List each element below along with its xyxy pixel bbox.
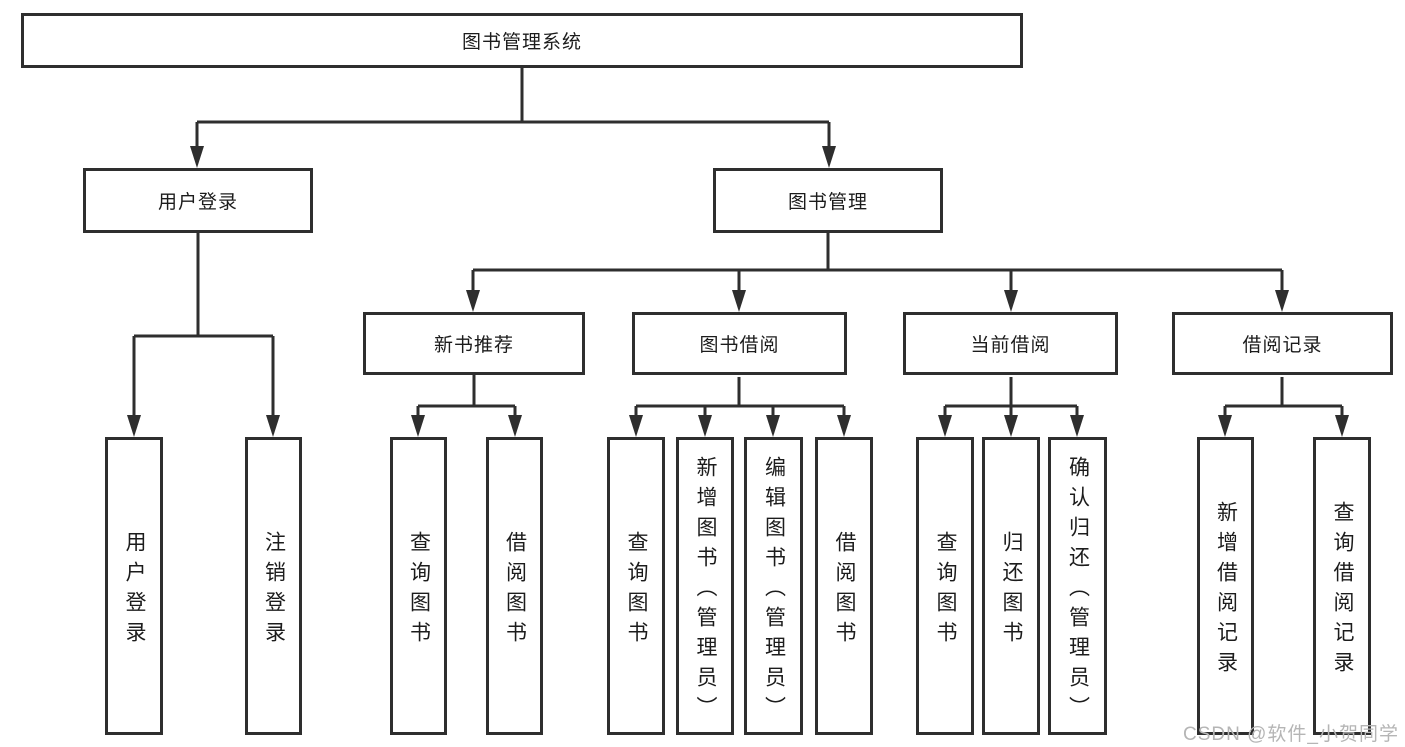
- node-label: 用户登录: [157, 192, 238, 213]
- leaf-label: 查询借阅记录: [1331, 500, 1354, 681]
- leaf-query-borrow-record: 查询借阅记录: [1313, 437, 1371, 735]
- node-label: 图书借阅: [699, 335, 780, 356]
- leaf-borrow-book-under-book-borrow: 借阅图书: [815, 437, 873, 735]
- node-label: 当前借阅: [970, 335, 1051, 356]
- connector-current-borrow-branch: [938, 377, 1084, 437]
- leaf-label: 编辑图书（管理员）: [762, 455, 786, 726]
- leaf-label: 新增图书（管理员）: [694, 455, 717, 726]
- leaf-label: 用户登录: [123, 530, 146, 651]
- leaf-label: 查询图书: [625, 530, 648, 651]
- leaf-return-book: 归还图书: [982, 437, 1040, 735]
- node-label: 借阅记录: [1242, 335, 1323, 356]
- leaf-label: 新增借阅记录: [1214, 500, 1238, 681]
- leaf-add-borrow-record: 新增借阅记录: [1197, 437, 1254, 735]
- leaf-label: 确认归还（管理员）: [1066, 455, 1090, 726]
- connector-borrow-record-branch: [1218, 377, 1349, 437]
- connector-new-book-branch: [411, 375, 522, 437]
- node-label: 图书管理: [787, 192, 868, 213]
- leaf-query-book-under-new-book: 查询图书: [390, 437, 447, 735]
- leaf-label: 借阅图书: [503, 530, 527, 651]
- connector-book-management-branch: [466, 233, 1289, 312]
- node-user-login: 用户登录: [83, 168, 313, 233]
- leaf-query-book-under-book-borrow: 查询图书: [607, 437, 665, 735]
- node-borrow-record: 借阅记录: [1172, 312, 1393, 375]
- node-label: 新书推荐: [433, 335, 514, 356]
- node-new-book-recommend: 新书推荐: [363, 312, 585, 375]
- leaf-label: 查询图书: [934, 530, 957, 651]
- node-book-borrow: 图书借阅: [632, 312, 847, 375]
- node-label: 图书管理系统: [461, 32, 582, 53]
- csdn-watermark: CSDN @软件_小贺同学: [1183, 724, 1399, 745]
- leaf-borrow-book-under-new-book: 借阅图书: [486, 437, 543, 735]
- leaf-label: 查询图书: [407, 530, 431, 651]
- leaf-label: 注销登录: [262, 530, 286, 651]
- connector-book-borrow-branch: [629, 377, 851, 437]
- connector-user-login-branch: [127, 233, 280, 437]
- node-library-management-system: 图书管理系统: [21, 13, 1023, 68]
- leaf-label: 借阅图书: [833, 530, 856, 651]
- leaf-user-login: 用户登录: [105, 437, 163, 735]
- node-current-borrow: 当前借阅: [903, 312, 1118, 375]
- connector-root-branch: [190, 68, 836, 168]
- node-book-management: 图书管理: [713, 168, 943, 233]
- leaf-add-book-admin: 新增图书（管理员）: [676, 437, 734, 735]
- leaf-query-book-under-current-borrow: 查询图书: [916, 437, 974, 735]
- leaf-confirm-return-admin: 确认归还（管理员）: [1048, 437, 1107, 735]
- leaf-edit-book-admin: 编辑图书（管理员）: [744, 437, 803, 735]
- leaf-label: 归还图书: [1000, 530, 1023, 651]
- leaf-logout: 注销登录: [245, 437, 302, 735]
